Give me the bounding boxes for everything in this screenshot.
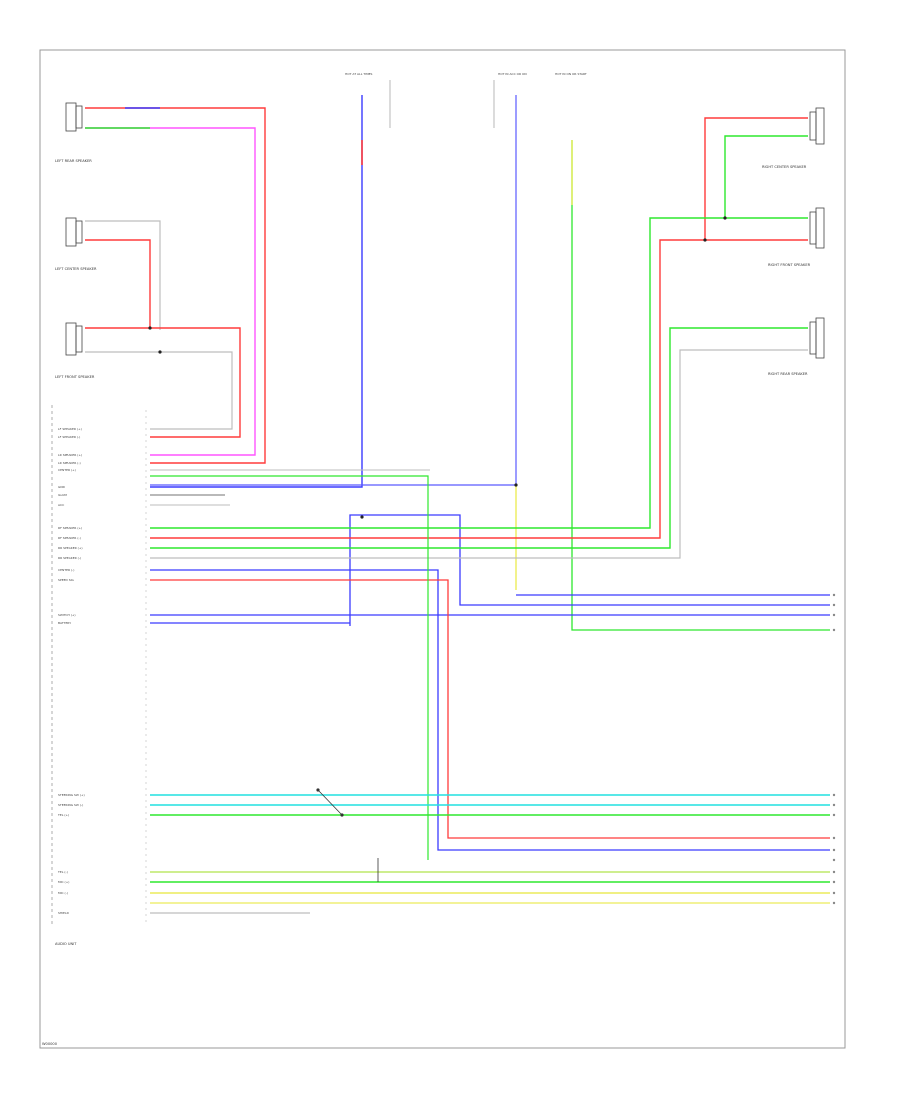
wire-left-rear-pink [85,127,256,456]
pin-label: RR SPEAKER (+) [58,546,83,550]
left-rear-speaker-label: LEFT REAR SPEAKER [55,159,92,163]
pin-label: CENTER (-) [58,568,74,572]
left-front-speaker-label: LEFT FRONT SPEAKER [55,375,95,379]
left-rear-speaker-connector [65,102,83,132]
pin-label: BATTERY [58,621,71,625]
right-rear-speaker-connector [809,317,825,359]
wire-blue-loop-right [150,514,830,626]
right-center-speaker-label: RIGHT CENTER SPEAKER [762,165,807,169]
wire-hot-acc-blue [150,95,363,488]
pin-label: ACC [58,503,64,507]
pin-label: MIC (+) [58,880,69,884]
wire-right-front-green [150,217,725,529]
pin-label: RF SPEAKER (-) [58,536,81,540]
pin-label: TEL (-) [57,870,68,874]
left-center-speaker-label: LEFT CENTER SPEAKER [55,267,97,271]
wire-right-rear-gray [150,349,808,559]
wire-right-rear-green [150,327,808,549]
pin-label: SPEED SIG [58,578,75,582]
footer-code: W00000 [42,1042,58,1046]
wire-hot-on-blue [150,95,517,590]
wire-left-rear-red [85,107,266,464]
left-front-speaker-connector [65,322,83,356]
splice-points [148,216,727,519]
audio-unit-pin-labels: LF SPEAKER (+) LF SPEAKER (-) LR SPEAKER (… [57,427,85,915]
right-front-speaker-connector [809,207,825,249]
top-feed-b-label: HOT IN ACC OR ON [498,72,527,76]
pin-label: LR SPEAKER (-) [58,461,81,465]
wire-mid-green [150,475,429,860]
pin-label: STEERING SW (+) [58,793,85,797]
pin-label: GND [58,485,66,489]
pin-label: SHIELD [58,911,70,915]
wire-right-front-red [150,239,705,539]
audio-unit-connector-bracket [51,405,147,925]
top-feed-a-label: HOT AT ALL TIMES [345,72,373,76]
pin-label: ILLUM [58,493,67,497]
steering-switch-symbol [316,788,344,817]
wire-mid-red [150,579,830,839]
right-front-speaker-label: RIGHT FRONT SPEAKER [768,263,811,267]
wire-left-center-red [85,239,151,328]
wire-left-front-red [85,327,241,438]
right-terminals [832,593,836,905]
wire-left-front-gray [85,351,233,430]
pin-label: RR SPEAKER (-) [58,556,81,560]
pin-label: LF SPEAKER (+) [58,427,82,431]
audio-unit-label: AUDIO UNIT [55,942,77,946]
pin-label: LR SPEAKER (+) [58,453,82,457]
wire-right-center-green [724,135,808,219]
right-center-speaker-connector [809,107,825,145]
pin-label: TEL (+) [57,813,69,817]
pin-label: LF SPEAKER (-) [58,435,80,439]
pin-label: MIC (-) [58,891,68,895]
pin-label: STEERING SW (-) [58,803,83,807]
pin-label: CENTER (+) [58,468,76,472]
wire-left-center-gray [85,220,161,330]
pin-label: SWITCH (+) [58,613,76,617]
top-feed-c-label: HOT IN ON OR START [555,72,587,76]
wire-right-center-red [704,117,808,241]
wire-hot-start-green [571,140,830,631]
diagram-frame [39,49,846,1049]
wire-mid-blue [150,569,830,851]
right-rear-speaker-label: RIGHT REAR SPEAKER [768,372,808,376]
pin-label: RF SPEAKER (+) [58,526,82,530]
top-fuse-brackets [389,80,495,128]
left-center-speaker-connector [65,217,83,247]
